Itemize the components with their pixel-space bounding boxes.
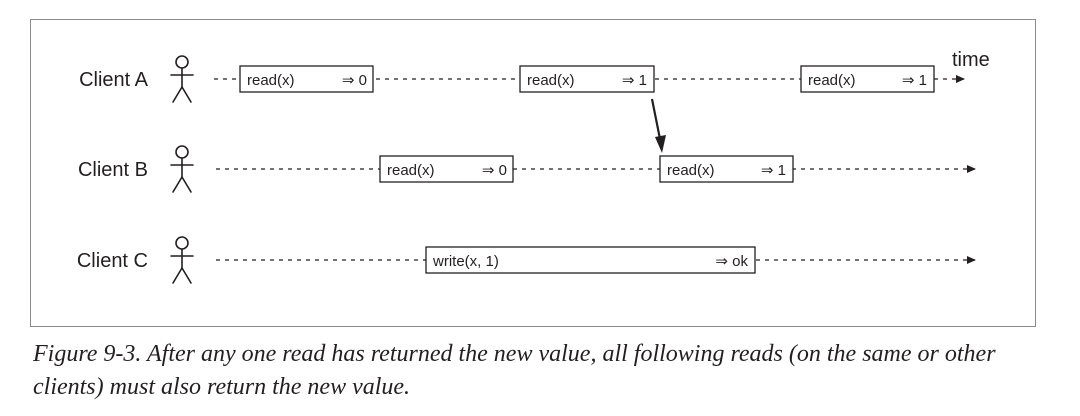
client-b-op-2: read(x) ⇒ 1 xyxy=(659,155,794,183)
linearizability-diagram: Client A time read(x) ⇒ 0 read(x) ⇒ 1 re… xyxy=(77,49,990,284)
client-a-op-1: read(x) ⇒ 0 xyxy=(239,65,374,93)
client-a-op-2: read(x) ⇒ 1 xyxy=(519,65,655,93)
op-result: ⇒ 1 xyxy=(622,72,647,89)
op-label: read(x) xyxy=(387,162,435,179)
figure-caption: Figure 9-3. After any one read has retur… xyxy=(33,341,996,400)
op-label: read(x) xyxy=(527,72,575,89)
op-label: read(x) xyxy=(808,72,856,89)
op-result: ⇒ 1 xyxy=(902,72,927,89)
op-label: read(x) xyxy=(247,72,295,89)
client-b-label: Client B xyxy=(78,159,148,181)
client-b-op-1: read(x) ⇒ 0 xyxy=(379,155,514,183)
client-c-op-1: write(x, 1) ⇒ ok xyxy=(425,246,756,274)
op-label: read(x) xyxy=(667,162,715,179)
op-result: ⇒ 0 xyxy=(482,162,507,179)
op-label: write(x, 1) xyxy=(432,253,499,270)
op-result: ⇒ 1 xyxy=(761,162,786,179)
op-result: ⇒ ok xyxy=(715,253,748,270)
client-c-stick-figure-icon xyxy=(170,236,194,284)
time-label: time xyxy=(952,49,990,71)
causality-arrow-icon xyxy=(650,98,666,153)
client-a-stick-figure-icon xyxy=(170,55,194,103)
client-c-row: Client C write(x, 1) ⇒ ok xyxy=(77,236,976,284)
client-a-row: Client A time read(x) ⇒ 0 read(x) ⇒ 1 re… xyxy=(79,49,990,103)
client-b-stick-figure-icon xyxy=(170,145,194,193)
client-a-label: Client A xyxy=(79,69,149,91)
client-a-op-3: read(x) ⇒ 1 xyxy=(800,65,935,93)
client-b-row: Client B read(x) ⇒ 0 read(x) ⇒ 1 xyxy=(78,145,976,193)
op-result: ⇒ 0 xyxy=(342,72,367,89)
client-c-label: Client C xyxy=(77,250,148,272)
